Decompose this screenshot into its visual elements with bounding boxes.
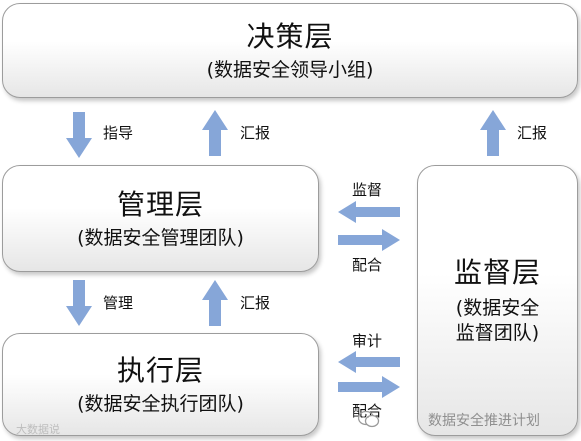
supervise-left-arrow	[338, 201, 400, 223]
management-layer-box: 管理层 (数据安全管理团队)	[2, 165, 319, 272]
report-up-arrow-bottom	[202, 280, 228, 326]
guide-down-arrow	[66, 112, 92, 158]
supervision-layer-box: 监督层 (数据安全 监督团队)	[417, 165, 578, 436]
management-layer-subtitle: (数据安全管理团队)	[77, 226, 244, 249]
report-up-arrow-right	[480, 110, 506, 156]
supervise-label: 监督	[352, 181, 383, 199]
supervision-layer-subtitle-line2: 监督团队)	[455, 321, 540, 344]
watermark-text: 数据安全推进计划	[428, 413, 540, 429]
execution-layer-box: 执行层 (数据安全执行团队)	[2, 333, 319, 436]
manage-label: 管理	[103, 294, 134, 312]
management-layer-title: 管理层	[116, 187, 204, 221]
decision-layer-title: 决策层	[246, 19, 334, 53]
report-label-top-right: 汇报	[517, 124, 548, 142]
decision-layer-box: 决策层 (数据安全领导小组)	[2, 3, 578, 98]
cooperate-right-arrow-upper	[338, 229, 400, 251]
guide-label: 指导	[103, 124, 134, 142]
decision-layer-subtitle: (数据安全领导小组)	[206, 58, 374, 81]
wechat-icon	[358, 410, 380, 428]
report-up-arrow-left	[202, 110, 228, 156]
supervision-layer-subtitle-line1: (数据安全	[455, 296, 540, 319]
execution-layer-subtitle: (数据安全执行团队)	[77, 392, 244, 415]
watermark-logo-text: 大数据说	[16, 423, 60, 436]
audit-left-arrow	[338, 351, 400, 373]
audit-label: 审计	[352, 332, 383, 350]
execution-layer-title: 执行层	[116, 353, 204, 387]
cooperate-right-arrow-lower	[338, 376, 400, 398]
report-label-top-left: 汇报	[240, 124, 271, 142]
supervision-layer-title: 监督层	[453, 255, 541, 289]
manage-down-arrow	[66, 280, 92, 326]
cooperate-label-upper: 配合	[352, 256, 383, 274]
report-label-bottom: 汇报	[240, 294, 271, 312]
